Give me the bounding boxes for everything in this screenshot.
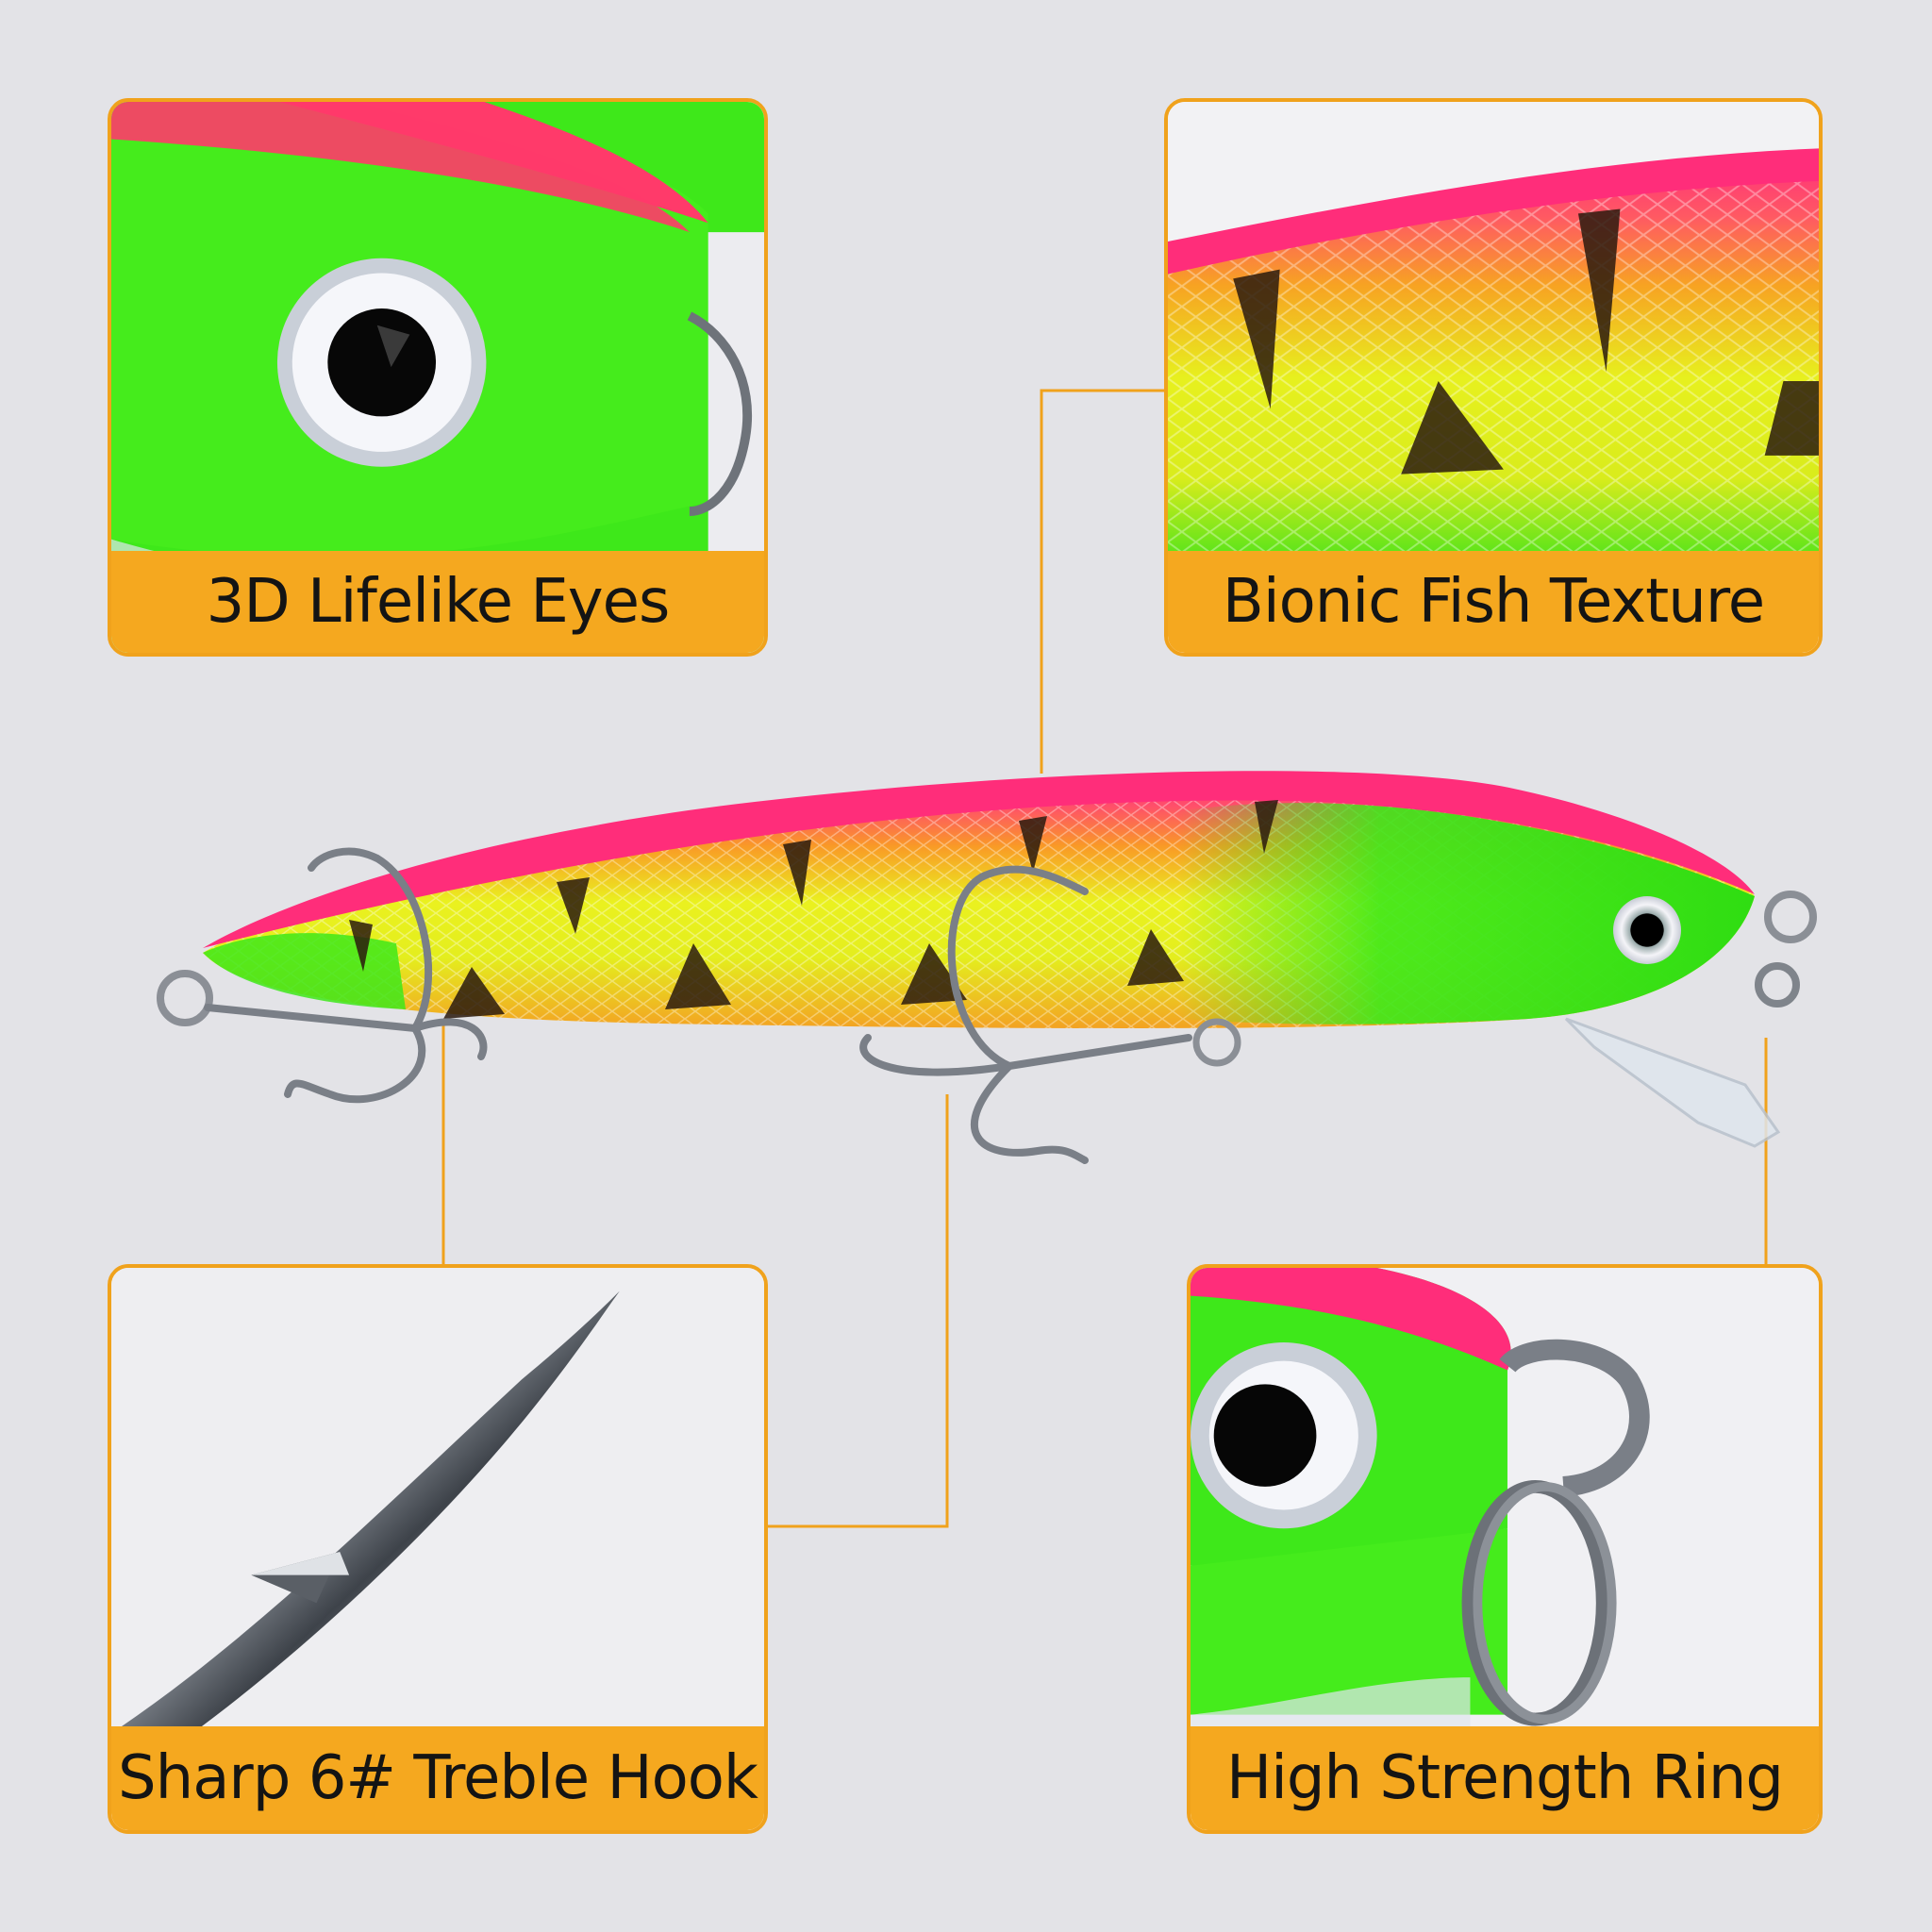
lure-lip xyxy=(1564,1017,1781,1148)
lure-tail xyxy=(203,933,406,1009)
lure-tail-ring xyxy=(157,970,213,1026)
feature-label-eyes: 3D Lifelike Eyes xyxy=(111,551,764,653)
connector-texture xyxy=(1040,389,1164,774)
front-treble-hook xyxy=(859,865,1192,1164)
feature-panel-ring: High Strength Ring xyxy=(1187,1264,1823,1834)
connector-hook xyxy=(768,1094,949,1528)
lure-head xyxy=(1179,803,1755,1024)
feature-label-hook: Sharp 6# Treble Hook xyxy=(111,1726,764,1830)
feature-label-ring: High Strength Ring xyxy=(1191,1726,1819,1830)
feature-label-texture: Bionic Fish Texture xyxy=(1168,551,1819,653)
feature-panel-texture: Bionic Fish Texture xyxy=(1164,98,1823,657)
lure-nose-ring xyxy=(1764,891,1817,943)
feature-panel-eyes: 3D Lifelike Eyes xyxy=(108,98,768,657)
lure-back xyxy=(203,771,1755,948)
rear-treble-hook xyxy=(204,847,488,1104)
lure-eye xyxy=(1613,896,1681,964)
feature-panel-hook: Sharp 6# Treble Hook xyxy=(108,1264,768,1834)
lure-stripes xyxy=(349,800,1278,1019)
connector-lines xyxy=(441,389,1768,1528)
